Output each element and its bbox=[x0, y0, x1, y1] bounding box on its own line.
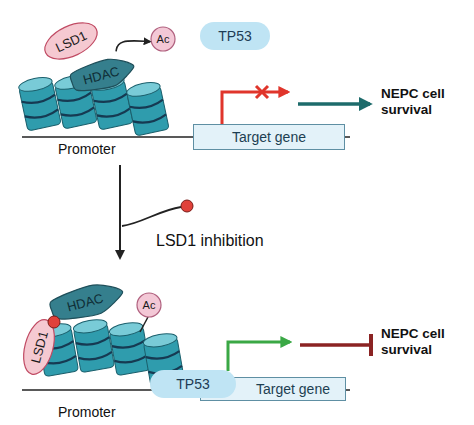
outcome-label: NEPC cell survival bbox=[381, 86, 467, 117]
nucleosome bbox=[72, 317, 114, 372]
inhibit-line bbox=[300, 343, 370, 347]
hdac-enzyme: HDAC bbox=[42, 276, 128, 328]
outcome-label: NEPC cell survival bbox=[381, 326, 467, 357]
target-gene-box: Target gene bbox=[193, 124, 345, 150]
acetyl-group: Ac bbox=[150, 26, 176, 52]
block-cross bbox=[256, 86, 268, 98]
promote-arrow bbox=[298, 102, 370, 106]
transition-arrow bbox=[119, 165, 121, 258]
acetyl-tether bbox=[140, 317, 148, 332]
node-text: Ac bbox=[157, 34, 170, 45]
acetyl-group: Ac bbox=[136, 292, 162, 318]
inhibitor-dot bbox=[181, 200, 193, 212]
tp53-protein: TP53 bbox=[150, 370, 236, 398]
node-text: TP53 bbox=[218, 29, 251, 43]
nucleosome bbox=[126, 80, 170, 136]
blocked-transcription-arrow bbox=[222, 92, 288, 124]
region-label: Promoter bbox=[58, 141, 148, 157]
node-text: Ac bbox=[143, 300, 156, 311]
inhibit-bar bbox=[369, 334, 373, 356]
node-text: Target gene bbox=[256, 382, 330, 396]
node-text: Target gene bbox=[232, 130, 306, 144]
nucleosome bbox=[18, 75, 62, 131]
lsd1-enzyme: LSD1 bbox=[38, 14, 104, 68]
region-label: Promoter bbox=[58, 404, 148, 420]
tp53-protein: TP53 bbox=[200, 22, 270, 50]
reaction-arrow bbox=[116, 41, 150, 52]
active-transcription-arrow bbox=[228, 342, 290, 371]
treatment-label: LSD1 inhibition bbox=[156, 232, 306, 250]
node-text: TP53 bbox=[176, 377, 209, 391]
inhibitor-tether bbox=[122, 207, 181, 226]
